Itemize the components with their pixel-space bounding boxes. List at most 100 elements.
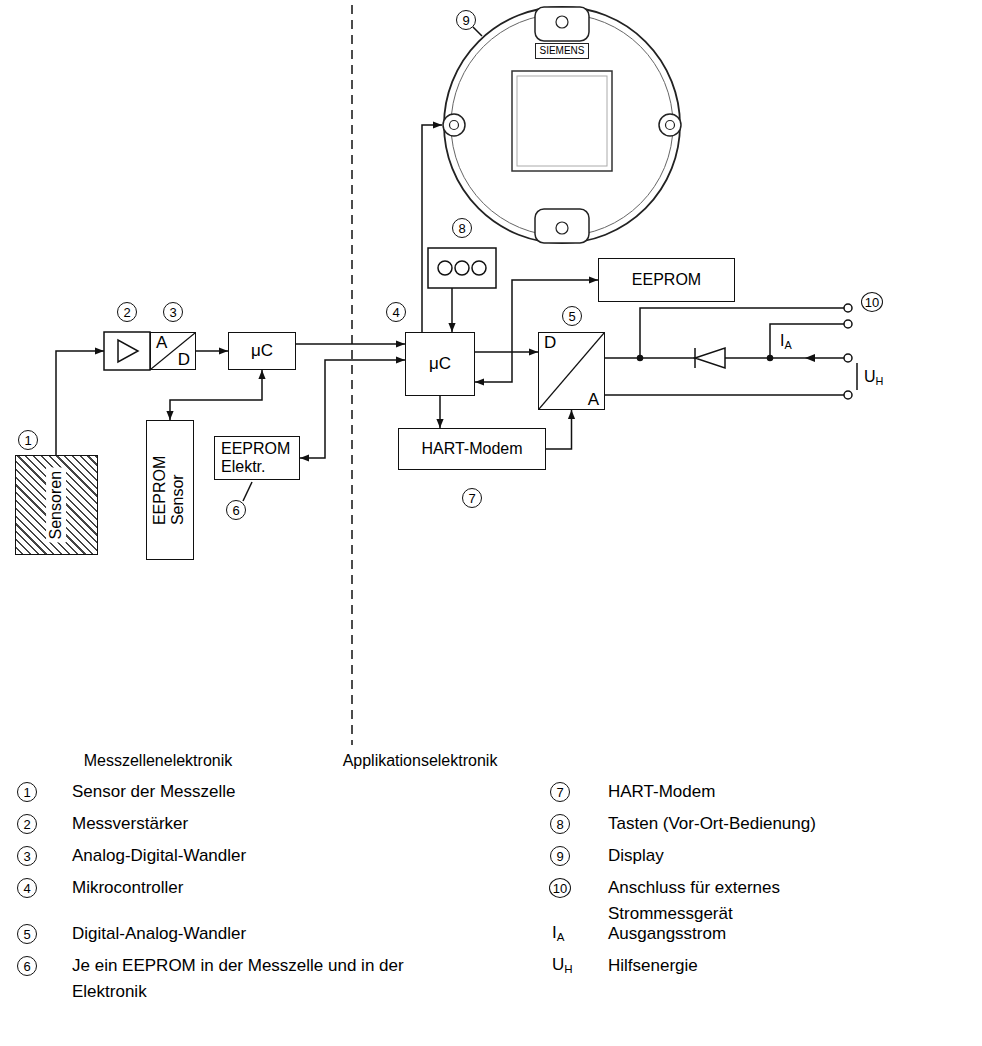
- signal-name: UH: [552, 955, 573, 975]
- callout-number: 4: [386, 302, 406, 322]
- legend-text: Anschluss für externes Strommessgerät: [608, 875, 868, 927]
- divider-line: [351, 5, 353, 745]
- section-label: Messzellenelektronik: [28, 752, 288, 770]
- display-housing: [444, 7, 680, 243]
- terminal: [844, 320, 852, 328]
- signal-name: IA: [780, 331, 792, 351]
- signal-arrow: [300, 360, 405, 458]
- memory-box: EEPROM Elektr.: [214, 436, 300, 481]
- signal-arrow: [546, 410, 572, 449]
- screw-hole: [666, 121, 675, 130]
- legend-text: Tasten (Vor-Ort-Bedienung): [608, 811, 816, 837]
- amplifier-symbol: [118, 340, 138, 362]
- callout-number: 3: [17, 846, 37, 866]
- display-tab: [535, 7, 589, 41]
- diagonal-line: [539, 333, 604, 409]
- keypad-box: [428, 248, 496, 288]
- legend-text: Mikrocontroller: [72, 875, 183, 901]
- mounting-lug: [659, 114, 681, 136]
- display-ring: [451, 14, 673, 236]
- output-wire: [725, 357, 844, 359]
- output-wire: [605, 357, 695, 359]
- current-arrow: [805, 354, 815, 362]
- signal-name: UH: [864, 367, 883, 387]
- signal-arrow: [196, 350, 228, 352]
- key-wire: [451, 288, 453, 332]
- screw-hole: [556, 222, 568, 234]
- junction-dot: [768, 356, 773, 361]
- legend-text: Display: [608, 843, 664, 869]
- converter-letter: A: [156, 334, 167, 351]
- callout-number: 1: [18, 430, 38, 450]
- memory-box: EEPROM Sensor: [146, 420, 195, 560]
- signal-arrow: [170, 370, 262, 420]
- key-symbol: [472, 261, 486, 275]
- converter-box: DA: [538, 332, 605, 410]
- key-symbol: [438, 261, 452, 275]
- box-label: EEPROM Sensor: [152, 455, 189, 524]
- box-label: Sensoren: [46, 468, 66, 543]
- legend-text: Analog-Digital-Wandler: [72, 843, 246, 869]
- leader-line: [473, 27, 482, 36]
- legend-text: Sensor der Messzelle: [72, 779, 235, 805]
- legend-text: Digital-Analog-Wandler: [72, 921, 246, 947]
- callout-number: 9: [550, 846, 570, 866]
- display-screen: [512, 71, 612, 171]
- signal-arrow: [422, 125, 442, 332]
- box-label: EEPROM: [632, 271, 701, 289]
- mounting-lug: [443, 114, 465, 136]
- signal-arrow: [475, 351, 538, 353]
- box-label: μC: [429, 354, 451, 374]
- signal-name: IA: [552, 923, 564, 943]
- memory-box: EEPROM: [598, 258, 735, 302]
- converter-letter: A: [588, 391, 599, 408]
- static-drawing: [56, 5, 857, 745]
- callout-number: 1: [17, 782, 37, 802]
- callout-number: 10: [861, 292, 883, 312]
- leader-line: [243, 482, 252, 501]
- key-symbol: [455, 261, 469, 275]
- callout-number: 10: [549, 878, 571, 898]
- box-label: HART-Modem: [421, 440, 522, 458]
- display-tab: [535, 209, 589, 243]
- callout-number: 6: [17, 956, 37, 976]
- box-label: μC: [251, 341, 273, 361]
- terminal: [844, 391, 852, 399]
- diagonal-line: [151, 333, 195, 369]
- terminal: [844, 354, 852, 362]
- test-wire: [640, 308, 844, 358]
- sensor-block: Sensoren: [15, 455, 98, 555]
- callout-number: 7: [550, 782, 570, 802]
- brand-plate: SIEMENS: [535, 43, 588, 59]
- converter-letter: D: [178, 351, 190, 368]
- legend-text: Je ein EEPROM in der Messzelle und in de…: [72, 953, 472, 1005]
- callout-number: 2: [17, 814, 37, 834]
- diode-bar: [694, 348, 696, 368]
- microcontroller-box: μC: [228, 332, 296, 370]
- display-drawing: [438, 5, 686, 245]
- callout-number: 7: [462, 488, 482, 508]
- callout-number: 6: [226, 500, 246, 520]
- callout-number: 8: [550, 814, 570, 834]
- signal-arrow: [296, 343, 405, 345]
- legend-text: Messverstärker: [72, 811, 188, 837]
- screen-inner: [517, 76, 607, 166]
- modem-box: HART-Modem: [398, 428, 546, 470]
- voltage-bar: [856, 363, 858, 390]
- callout-number: 5: [17, 924, 37, 944]
- callout-number: 5: [562, 306, 582, 326]
- diode-symbol: [695, 348, 725, 368]
- microcontroller-box: μC: [405, 332, 475, 396]
- callout-number: 9: [456, 10, 476, 30]
- screw-hole: [450, 121, 459, 130]
- legend-text: HART-Modem: [608, 779, 715, 805]
- legend-text: Ausgangsstrom: [608, 921, 726, 947]
- signal-arrow: [439, 396, 441, 428]
- converter-letter: D: [544, 334, 556, 351]
- callout-number: 8: [452, 218, 472, 238]
- signal-wire: [56, 351, 104, 455]
- terminal: [844, 304, 852, 312]
- callout-number: 2: [117, 302, 137, 322]
- return-wire: [605, 394, 844, 396]
